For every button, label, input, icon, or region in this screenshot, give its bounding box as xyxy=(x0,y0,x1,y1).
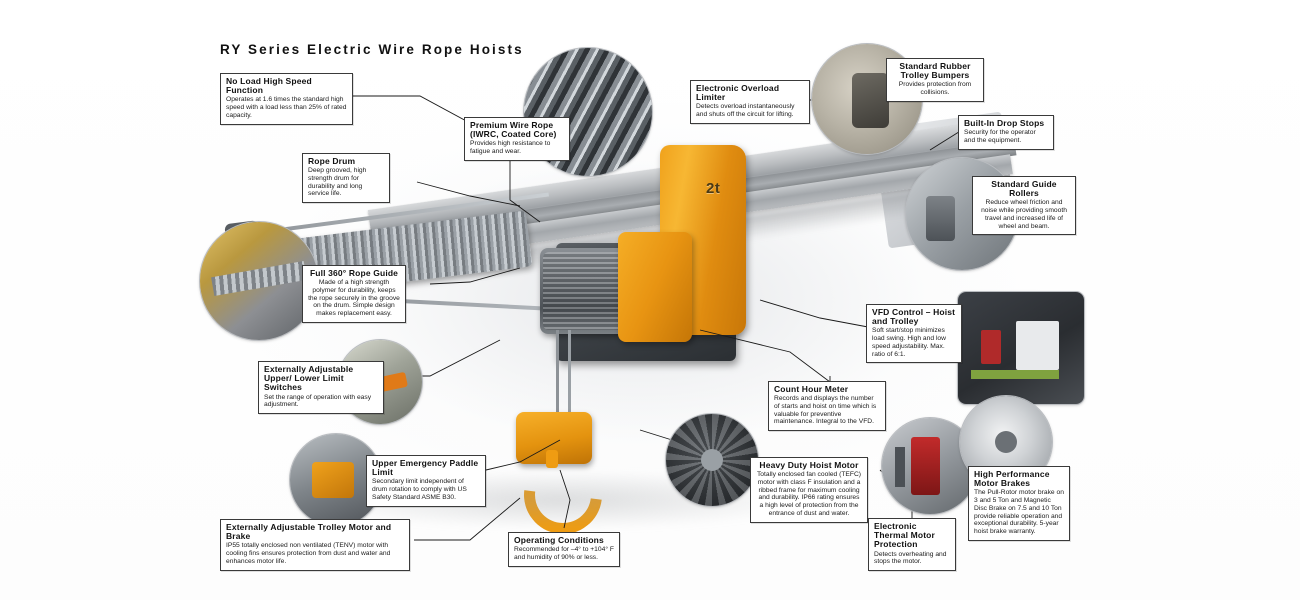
callout-body: Deep grooved, high strength drum for dur… xyxy=(308,167,367,198)
vfd-board-edge xyxy=(970,370,1059,380)
callout-operating-conditions[interactable]: Operating Conditions Recommended for –4°… xyxy=(508,532,620,567)
page-title: RY Series Electric Wire Rope Hoists xyxy=(220,42,524,57)
callout-body: Security for the operator and the equipm… xyxy=(964,129,1036,144)
bumper-detail xyxy=(851,72,889,128)
callout-premium-wire-rope[interactable]: Premium Wire Rope (IWRC, Coated Core) Pr… xyxy=(464,117,570,161)
callout-title: Count Hour Meter xyxy=(774,384,849,394)
callout-standard-rubber-trolley-bumpers[interactable]: Standard Rubber Trolley Bumpers Provides… xyxy=(886,58,984,102)
brake-bracket xyxy=(895,446,906,488)
capacity-label: 2t xyxy=(706,180,721,197)
vfd-inset xyxy=(958,292,1084,404)
callout-title: No Load High Speed Function xyxy=(226,76,312,96)
callout-body: Recommended for –4° to +104° F and humid… xyxy=(514,546,614,561)
callout-title: Premium Wire Rope (IWRC, Coated Core) xyxy=(470,120,557,140)
callout-body: IP55 totally enclosed non ventilated (TE… xyxy=(226,542,391,565)
hook-shank xyxy=(546,450,558,468)
callout-body: Provides protection from collisions. xyxy=(898,81,972,97)
callout-title: Externally Adjustable Upper/ Lower Limit… xyxy=(264,364,354,393)
callout-title: VFD Control – Hoist and Trolley xyxy=(872,307,956,327)
callout-title: Externally Adjustable Trolley Motor and … xyxy=(226,522,392,542)
callout-body: Provides high resistance to fatigue and … xyxy=(470,140,551,156)
callout-body: Totally enclosed fan cooled (TEFC) motor… xyxy=(756,471,862,517)
callout-body: Set the range of operation with easy adj… xyxy=(264,393,372,409)
callout-upper-emergency-paddle-limit[interactable]: Upper Emergency Paddle Limit Secondary l… xyxy=(366,455,486,507)
callout-body: The Pull-Rotor motor brake on 3 and 5 To… xyxy=(974,489,1064,536)
callout-externally-adjustable-limit-switches[interactable]: Externally Adjustable Upper/ Lower Limit… xyxy=(258,361,384,415)
hoist-motor-inset xyxy=(666,414,758,506)
callout-title: Operating Conditions xyxy=(514,535,604,545)
callout-body: Detects overheating and stops the motor. xyxy=(874,550,947,566)
vfd-module xyxy=(1015,321,1059,371)
callout-title: Heavy Duty Hoist Motor xyxy=(759,460,859,470)
callout-title: Electronic Thermal Motor Protection xyxy=(874,521,935,550)
callout-body: Detects overload instantaneously and shu… xyxy=(696,103,795,119)
rope-guide-inset xyxy=(200,222,318,340)
callout-electronic-thermal-motor-protection[interactable]: Electronic Thermal Motor Protection Dete… xyxy=(868,518,956,572)
callout-title: Standard Rubber Trolley Bumpers xyxy=(899,61,971,81)
callout-title: Full 360° Rope Guide xyxy=(309,268,399,278)
hoist-rope-fall-1 xyxy=(556,330,559,420)
callout-externally-adjustable-trolley-motor-brake[interactable]: Externally Adjustable Trolley Motor and … xyxy=(220,519,410,571)
callout-high-performance-motor-brakes[interactable]: High Performance Motor Brakes The Pull-R… xyxy=(968,466,1070,541)
callout-title: Electronic Overload Limiter xyxy=(696,83,780,103)
callout-title: Built-In Drop Stops xyxy=(964,118,1045,128)
paddle-limit-detail xyxy=(312,461,355,499)
brake-disc-hub xyxy=(994,430,1018,454)
callout-body: Records and displays the number of start… xyxy=(774,395,877,426)
roller-detail xyxy=(926,196,956,241)
callout-title: High Performance Motor Brakes xyxy=(974,469,1050,489)
callout-body: Made of a high strength polymer for dura… xyxy=(308,279,400,318)
callout-body: Reduce wheel friction and noise while pr… xyxy=(981,199,1067,230)
callout-title: Upper Emergency Paddle Limit xyxy=(372,458,479,478)
callout-vfd-control[interactable]: VFD Control – Hoist and Trolley Soft sta… xyxy=(866,304,962,364)
callout-body: Secondary limit independent of drum rota… xyxy=(372,478,467,501)
callout-title: Rope Drum xyxy=(308,156,356,166)
callout-count-hour-meter[interactable]: Count Hour Meter Records and displays th… xyxy=(768,381,886,432)
callout-rope-drum[interactable]: Rope Drum Deep grooved, high strength dr… xyxy=(302,153,390,204)
callout-electronic-overload-limiter[interactable]: Electronic Overload Limiter Detects over… xyxy=(690,80,810,124)
motor-hub xyxy=(700,448,724,472)
callout-no-load-high-speed[interactable]: No Load High Speed Function Operates at … xyxy=(220,73,353,125)
brake-coil xyxy=(910,437,940,495)
callout-body: Soft start/stop minimizes load swing. Hi… xyxy=(872,327,946,358)
vfd-red-component xyxy=(980,330,1001,364)
callout-full-360-rope-guide[interactable]: Full 360° Rope Guide Made of a high stre… xyxy=(302,265,406,323)
callout-body: Operates at 1.6 times the standard high … xyxy=(226,96,347,119)
hoist-gearbox-housing xyxy=(618,232,692,342)
hoist-rope-fall-2 xyxy=(568,330,571,420)
callout-heavy-duty-hoist-motor[interactable]: Heavy Duty Hoist Motor Totally enclosed … xyxy=(750,457,868,523)
callout-built-in-drop-stops[interactable]: Built-In Drop Stops Security for the ope… xyxy=(958,115,1054,150)
callout-standard-guide-rollers[interactable]: Standard Guide Rollers Reduce wheel fric… xyxy=(972,176,1076,236)
callout-title: Standard Guide Rollers xyxy=(991,179,1057,199)
